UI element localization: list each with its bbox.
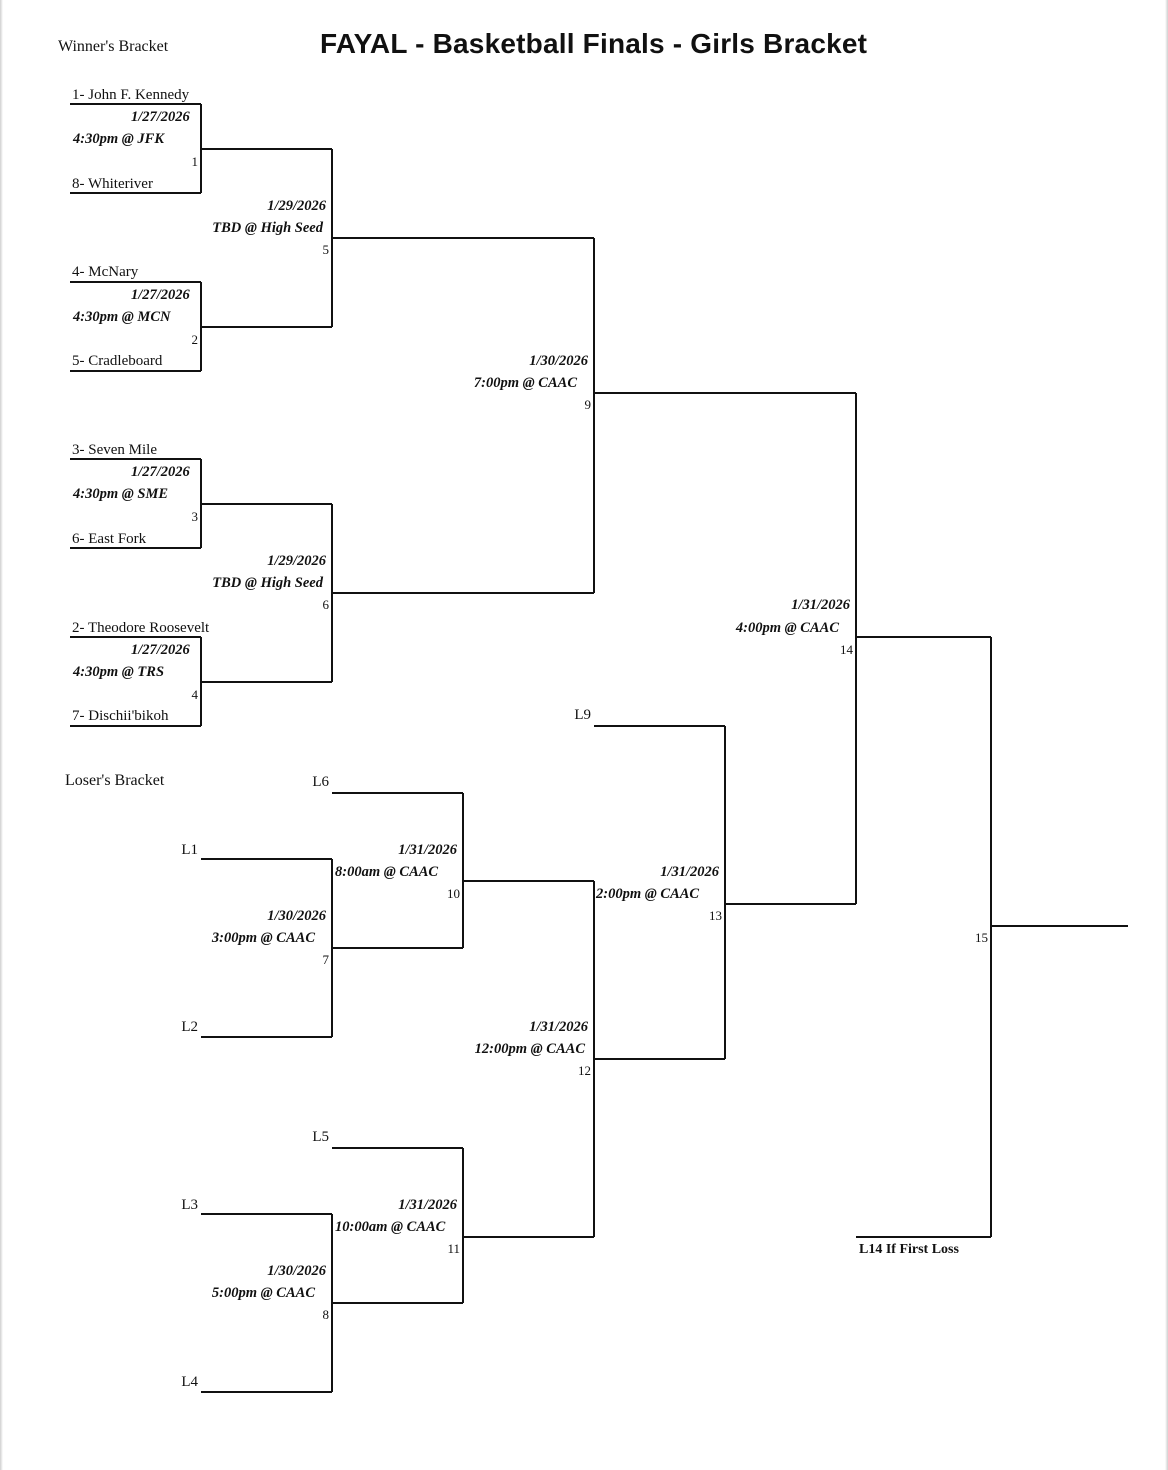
page-title: FAYAL - Basketball Finals - Girls Bracke…: [320, 28, 868, 59]
game-4-time: 4:30pm @ TRS: [73, 664, 165, 680]
game-3-number: 3: [191, 509, 199, 524]
game-10-time: 8:00am @ CAAC: [335, 864, 439, 880]
game-12-number: 12: [578, 1063, 591, 1078]
team-seed-7: 7- Dischii'bikoh: [72, 708, 169, 724]
team-seed-2: 2- Theodore Roosevelt: [72, 620, 210, 636]
game-7-number: 7: [322, 952, 330, 967]
game-1-time: 4:30pm @ JFK: [73, 131, 165, 147]
game-12-time: 12:00pm @ CAAC: [474, 1041, 585, 1057]
game-11-time: 10:00am @ CAAC: [335, 1219, 446, 1235]
page-edge-right: [1165, 0, 1168, 1470]
game-14-number: 14: [840, 642, 853, 657]
l14-first-loss-note: L14 If First Loss: [859, 1242, 959, 1257]
game-13-date: 1/31/2026: [660, 864, 719, 880]
game-11-number: 11: [447, 1241, 460, 1256]
team-seed-4: 4- McNary: [72, 264, 139, 280]
game-1-date: 1/27/2026: [131, 109, 190, 125]
game-9-number: 9: [584, 397, 592, 412]
game-7-date: 1/30/2026: [267, 908, 326, 924]
team-seed-8: 8- Whiteriver: [72, 176, 153, 192]
game-12-date: 1/31/2026: [529, 1019, 588, 1035]
game-14-time: 4:00pm @ CAAC: [735, 620, 839, 636]
game-14-date: 1/31/2026: [791, 597, 850, 613]
game-10-number: 10: [447, 886, 460, 901]
game-6-time: TBD @ High Seed: [212, 575, 323, 591]
game-3-time: 4:30pm @ SME: [73, 486, 169, 502]
game-8-date: 1/30/2026: [267, 1263, 326, 1279]
game-4-number: 4: [191, 687, 199, 702]
loser-l9-label: L9: [574, 707, 591, 723]
game-11-date: 1/31/2026: [398, 1197, 457, 1213]
loser-l6-label: L6: [312, 774, 329, 790]
game-8-number: 8: [322, 1307, 330, 1322]
game-2-time: 4:30pm @ MCN: [73, 309, 171, 325]
game-6-date: 1/29/2026: [267, 553, 326, 569]
game-5-number: 5: [322, 242, 330, 257]
winners-bracket-label: Winner's Bracket: [58, 38, 169, 55]
team-seed-3: 3- Seven Mile: [72, 442, 157, 458]
game-5-date: 1/29/2026: [267, 198, 326, 214]
game-13-time: 2:00pm @ CAAC: [596, 886, 700, 902]
game-6-number: 6: [322, 597, 330, 612]
team-seed-5: 5- Cradleboard: [72, 353, 163, 369]
game-1-number: 1: [191, 154, 199, 169]
game-10-date: 1/31/2026: [398, 842, 457, 858]
game-15-number: 15: [975, 930, 988, 945]
losers-bracket-label: Loser's Bracket: [65, 772, 165, 789]
loser-l4-label: L4: [181, 1374, 198, 1390]
game-8-time: 5:00pm @ CAAC: [211, 1285, 315, 1301]
game-2-date: 1/27/2026: [131, 287, 190, 303]
loser-l3-label: L3: [181, 1197, 198, 1213]
team-seed-1: 1- John F. Kennedy: [72, 87, 190, 103]
game-5-time: TBD @ High Seed: [212, 220, 323, 236]
game-7-time: 3:00pm @ CAAC: [211, 930, 315, 946]
game-9-date: 1/30/2026: [529, 353, 588, 369]
game-13-number: 13: [709, 908, 722, 923]
game-3-date: 1/27/2026: [131, 464, 190, 480]
game-2-number: 2: [191, 332, 199, 347]
game-4-date: 1/27/2026: [131, 642, 190, 658]
loser-l5-label: L5: [312, 1129, 329, 1145]
page-edge-left: [0, 0, 3, 1470]
loser-l2-label: L2: [181, 1019, 198, 1035]
loser-l1-label: L1: [181, 842, 198, 858]
team-seed-6: 6- East Fork: [72, 531, 147, 547]
game-9-time: 7:00pm @ CAAC: [473, 375, 577, 391]
